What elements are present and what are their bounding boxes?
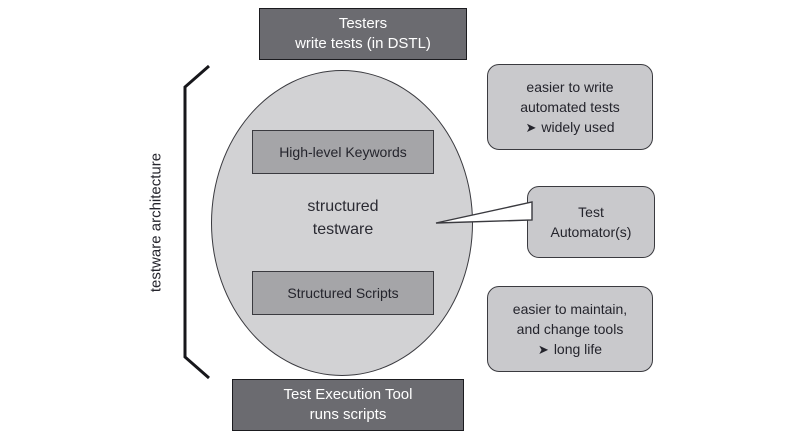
test-execution-tool-line2: runs scripts [309, 406, 387, 423]
note-easier-to-maintain-line1: easier to maintain, [512, 300, 628, 317]
bracket-path [183, 64, 210, 380]
test-execution-tool-line1: Test Execution Tool [283, 386, 413, 404]
structured-testware-ellipse [211, 70, 473, 376]
note-easier-to-write[interactable]: easier to write automated tests ➤ widely… [487, 64, 653, 150]
testers-box[interactable]: Testers write tests (in DSTL) [259, 8, 467, 60]
structured-testware-label: structured testware [252, 196, 434, 241]
testware-architecture-bracket [183, 64, 210, 380]
bracket-label: testware architecture [147, 152, 165, 293]
note-easier-to-maintain-line2: and change tools [516, 320, 624, 337]
structured-scripts-box[interactable]: Structured Scripts [252, 271, 434, 315]
test-execution-tool-box[interactable]: Test Execution Tool runs scripts [232, 379, 464, 431]
note-easier-to-write-line1: easier to write [526, 78, 614, 95]
high-level-keywords-box[interactable]: High-level Keywords [252, 130, 434, 174]
note-easier-to-maintain-bullet-text: long life [553, 341, 603, 358]
note-easier-to-write-bullet-text: widely used [541, 119, 615, 136]
note-easier-to-write-line2: automated tests [520, 98, 620, 115]
callout-test-automators-line2: Automator(s) [550, 224, 632, 240]
testers-box-line1: Testers [338, 15, 388, 33]
testers-box-line2: write tests (in DSTL) [295, 35, 431, 52]
note-easier-to-maintain[interactable]: easier to maintain, and change tools ➤ l… [487, 286, 653, 372]
note-easier-to-maintain-bullet: ➤ long life [538, 339, 602, 359]
callout-test-automators-line1: Test [578, 203, 604, 220]
callout-test-automators[interactable]: Test Automator(s) [527, 186, 655, 258]
structured-testware-label-line1: structured [307, 198, 379, 215]
note-easier-to-write-bullet: ➤ widely used [525, 117, 614, 137]
arrow-right-icon: ➤ [537, 341, 549, 357]
structured-testware-label-line2: testware [312, 220, 374, 238]
arrow-right-icon: ➤ [525, 119, 537, 135]
